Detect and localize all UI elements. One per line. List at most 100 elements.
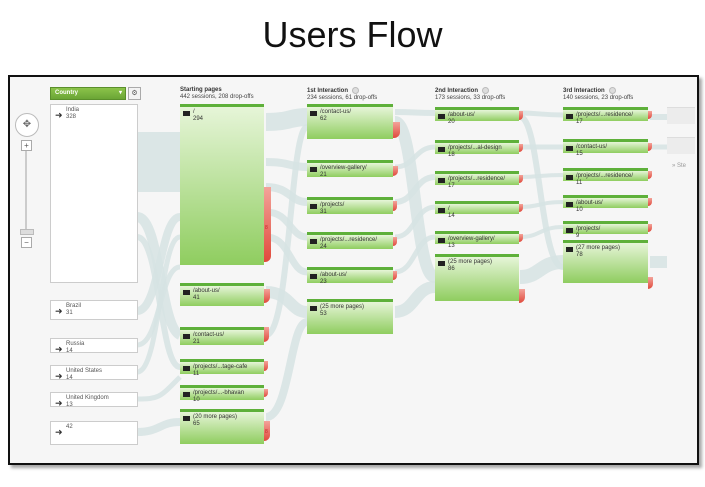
country-value: 42 xyxy=(66,424,73,430)
node-value: 18 xyxy=(448,152,455,158)
zoom-in-button[interactable]: + xyxy=(21,140,32,151)
first-interaction-node[interactable]: /projects/...residence/24 xyxy=(307,232,393,250)
column-options-icon[interactable] xyxy=(608,87,616,94)
node-name: /projects/...residence/ xyxy=(448,176,506,182)
dropoff-bar[interactable] xyxy=(648,224,652,232)
first-interaction-node[interactable]: /contact-us/62 xyxy=(307,104,393,139)
dropoff-bar[interactable] xyxy=(519,175,523,183)
column-subtitle: 234 sessions, 61 drop-offs xyxy=(307,95,378,102)
dropoff-bar[interactable] xyxy=(393,271,397,280)
node-name: /projects/...residence/ xyxy=(576,173,634,179)
arrow-right-icon: ➜ xyxy=(55,427,63,437)
second-interaction-node[interactable]: /14 xyxy=(435,201,519,219)
node-value: 21 xyxy=(193,339,200,345)
dropoff-bar[interactable] xyxy=(393,201,397,211)
node-name: (25 more pages) xyxy=(320,304,365,310)
first-interaction-node[interactable]: /overview-gallery/21 xyxy=(307,160,393,178)
node-value: 21 xyxy=(320,172,327,178)
node-value: 11 xyxy=(576,180,583,186)
second-interaction-node[interactable]: /overview-gallery/13 xyxy=(435,231,519,249)
dropoff-bar[interactable] xyxy=(648,111,652,119)
third-interaction-node[interactable]: /projects/...residence/17 xyxy=(563,107,648,125)
third-interaction-node[interactable]: /projects/9 xyxy=(563,221,648,239)
next-step-link[interactable]: » Ste xyxy=(672,163,687,169)
dropoff-bar[interactable] xyxy=(648,143,652,151)
dropoff-bar[interactable] xyxy=(519,289,525,303)
flow-path xyxy=(264,318,309,421)
dropoff-bar[interactable] xyxy=(648,171,652,179)
flow-path xyxy=(519,110,564,118)
dropoff-bar[interactable] xyxy=(519,234,523,242)
second-interaction-node[interactable]: (25 more pages)86 xyxy=(435,254,519,301)
first-interaction-node[interactable]: /projects/31 xyxy=(307,197,393,215)
dropoff-bar[interactable] xyxy=(648,198,652,206)
country-value: 13 xyxy=(66,402,73,408)
column-options-icon[interactable] xyxy=(352,87,360,94)
first-interaction-node[interactable]: (25 more pages)53 xyxy=(307,299,393,334)
starting-page-node[interactable]: /about-us/41 xyxy=(180,283,264,306)
dropoff-bar[interactable] xyxy=(519,204,523,212)
page-icon xyxy=(566,202,573,207)
pan-icon[interactable]: ✥ xyxy=(15,113,39,137)
next-step-node[interactable] xyxy=(667,137,695,154)
dropoff-bar[interactable] xyxy=(648,277,653,289)
flow-path xyxy=(519,173,564,179)
second-interaction-node[interactable]: /projects/...residence/17 xyxy=(435,171,519,189)
node-name: /projects/...tage-cafe xyxy=(193,364,248,370)
country-value: 31 xyxy=(66,310,73,316)
zoom-out-button[interactable]: − xyxy=(21,237,32,248)
second-interaction-node[interactable]: /about-us/20 xyxy=(435,107,519,125)
dropoff-bar[interactable] xyxy=(393,237,397,246)
third-interaction-node[interactable]: (27 more pages)78 xyxy=(563,240,648,283)
dropoff-bar[interactable] xyxy=(519,111,523,120)
dropoff-bar[interactable] xyxy=(264,327,269,342)
country-name: United Kingdom xyxy=(66,395,109,401)
node-name: /contact-us/ xyxy=(193,332,225,338)
page-icon xyxy=(438,261,445,266)
page-icon xyxy=(566,228,573,233)
dropoff-bar[interactable] xyxy=(264,389,268,397)
flow-path xyxy=(394,174,436,205)
flow-path xyxy=(265,183,308,206)
node-name: /projects/...al-design xyxy=(448,145,502,151)
column-header-1st-interaction: 1st Interaction 234 sessions, 61 drop-of… xyxy=(307,87,377,102)
column-options-icon[interactable] xyxy=(482,87,490,94)
dropoff-bar[interactable] xyxy=(519,144,523,152)
dropoff-bar[interactable] xyxy=(264,421,270,441)
next-step-node[interactable] xyxy=(667,107,695,124)
first-interaction-node[interactable]: /about-us/23 xyxy=(307,267,393,285)
gear-icon[interactable]: ⚙ xyxy=(128,87,141,100)
flow-path xyxy=(394,109,436,116)
country-name: India xyxy=(66,107,80,113)
zoom-slider-handle[interactable] xyxy=(20,229,34,235)
dropoff-label: 8 xyxy=(265,225,268,231)
dimension-select[interactable]: Country ▾ xyxy=(50,87,126,100)
starting-page-node[interactable]: /contact-us/21 xyxy=(180,327,264,345)
third-interaction-node[interactable]: /projects/...residence/11 xyxy=(563,168,648,186)
starting-page-node[interactable]: (20 more pages)65 xyxy=(180,409,264,444)
dropoff-bar[interactable] xyxy=(264,289,270,303)
arrow-right-icon: ➜ xyxy=(55,371,63,381)
dropoff-bar[interactable] xyxy=(264,187,271,262)
third-interaction-node[interactable]: /contact-us/15 xyxy=(563,139,648,157)
dropoff-bar[interactable] xyxy=(393,122,400,138)
node-value: 24 xyxy=(320,244,327,250)
dropoff-bar[interactable] xyxy=(393,166,398,176)
column-subtitle: 140 sessions, 23 drop-offs xyxy=(563,95,634,102)
dropoff-bar[interactable] xyxy=(264,361,268,371)
node-value: 41 xyxy=(193,295,200,301)
page-icon xyxy=(566,146,573,151)
third-interaction-node[interactable]: /about-us/10 xyxy=(563,195,648,213)
page-icon xyxy=(566,247,573,252)
starting-page-node[interactable]: /294 xyxy=(180,104,264,265)
column-title: Starting pages xyxy=(180,87,222,93)
country-node-other[interactable]: ➜ 42 xyxy=(50,421,138,445)
